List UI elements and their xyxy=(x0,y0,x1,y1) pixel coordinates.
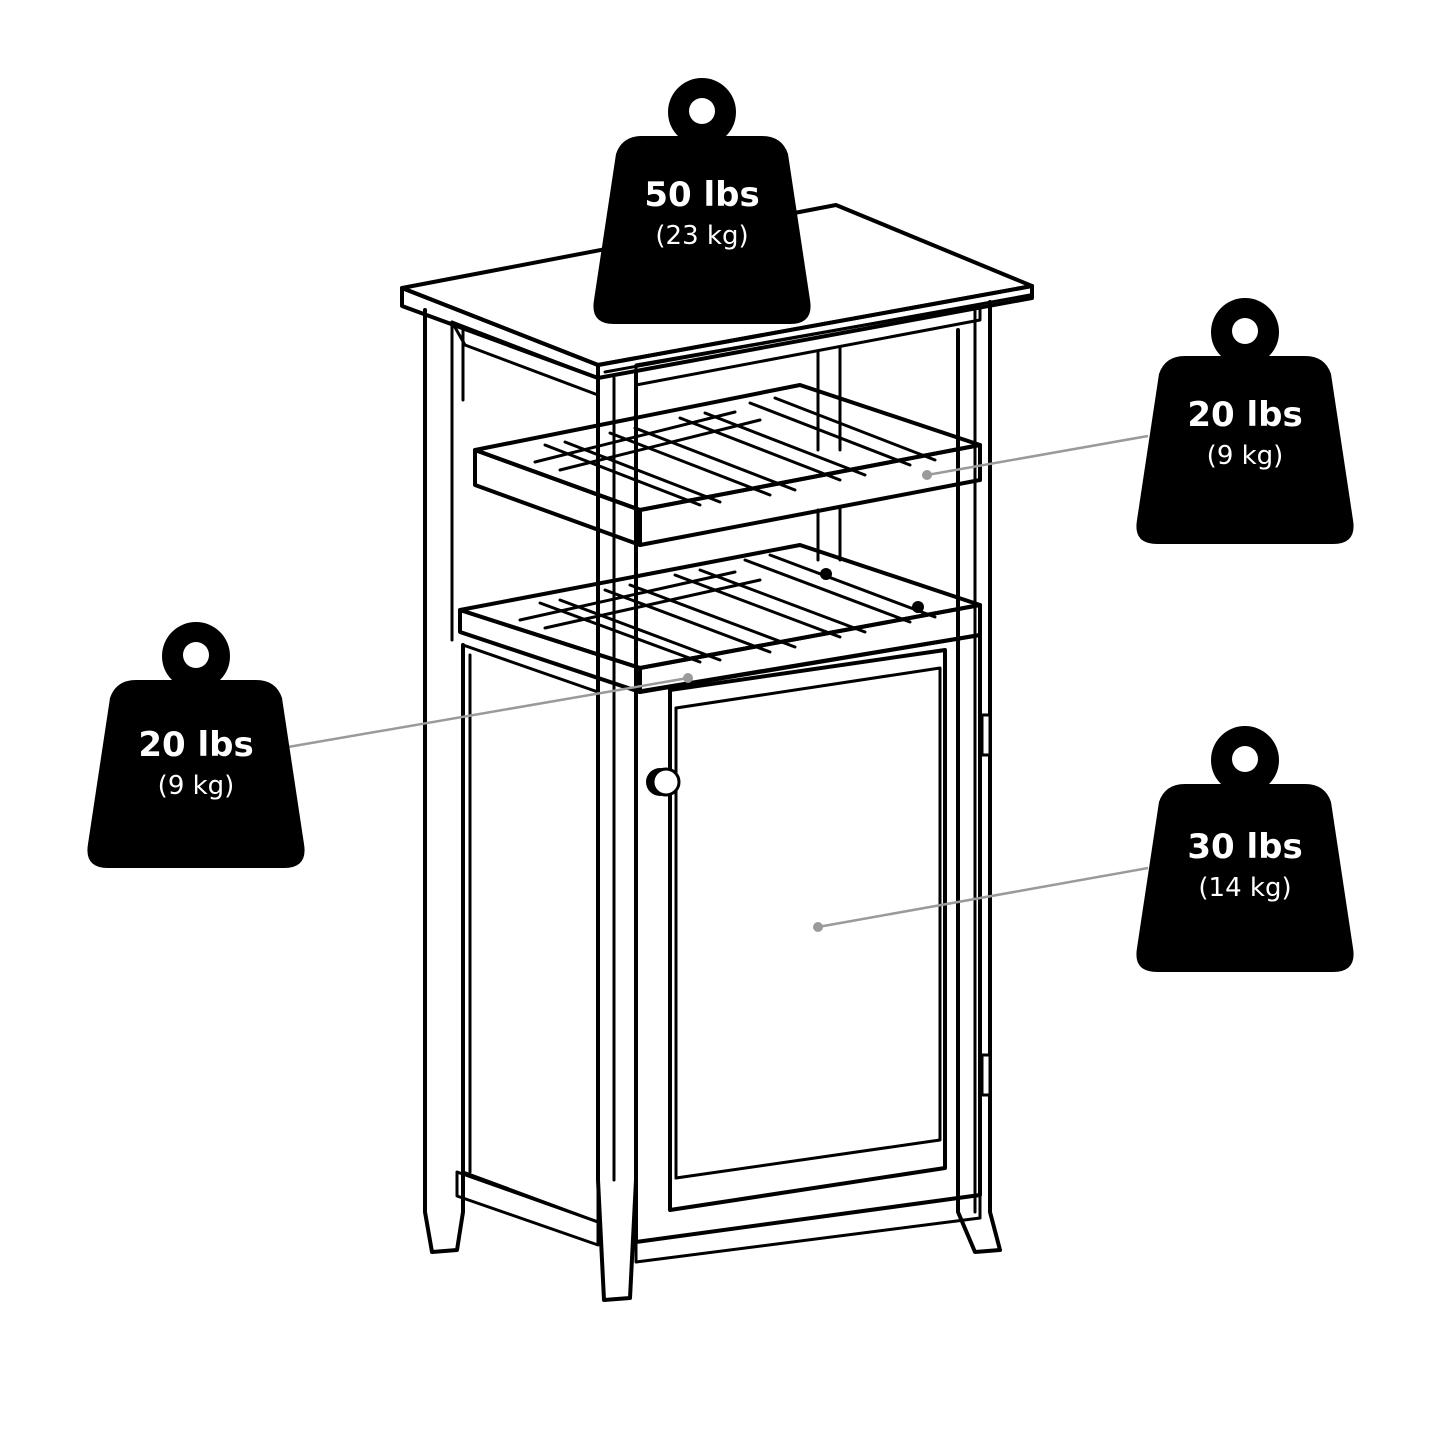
lower-hinge xyxy=(980,1053,992,1097)
weight-badge-upper-shelf: 20 lbs (9 kg) xyxy=(1136,298,1354,544)
weight-badge-cabinet: 30 lbs (14 kg) xyxy=(1136,726,1354,972)
upper-hinge xyxy=(980,713,992,757)
weight-lbs-label: 30 lbs xyxy=(1187,827,1302,867)
weight-kg-label: (9 kg) xyxy=(1207,441,1284,471)
cabinet-illustration xyxy=(400,203,1034,1302)
weight-badge-tabletop: 50 lbs (23 kg) xyxy=(593,78,811,324)
weight-lbs-label: 50 lbs xyxy=(644,175,759,215)
weight-kg-label: (23 kg) xyxy=(655,221,748,251)
weight-kg-label: (9 kg) xyxy=(158,771,235,801)
weight-badge-lower-shelf: 20 lbs (9 kg) xyxy=(87,622,305,868)
cabinet-door[interactable] xyxy=(646,648,992,1212)
rear-posts xyxy=(816,346,842,562)
door-knob[interactable] xyxy=(646,767,681,797)
leader-upper-shelf xyxy=(926,434,1149,477)
front-apron xyxy=(450,303,982,397)
leader-lower-shelf xyxy=(287,676,689,749)
cabinet-side-panel xyxy=(455,643,600,1247)
weight-lbs-label: 20 lbs xyxy=(1187,395,1302,435)
weight-lbs-label: 20 lbs xyxy=(138,725,253,765)
upper-rack-shelf xyxy=(473,383,982,547)
weight-kg-label: (14 kg) xyxy=(1198,873,1291,903)
front-left-leg xyxy=(596,370,638,1302)
cabinet-front-frame xyxy=(634,633,982,1264)
leader-cabinet xyxy=(817,866,1149,929)
leader-lines xyxy=(287,434,1149,932)
left-back-leg xyxy=(423,308,465,1254)
